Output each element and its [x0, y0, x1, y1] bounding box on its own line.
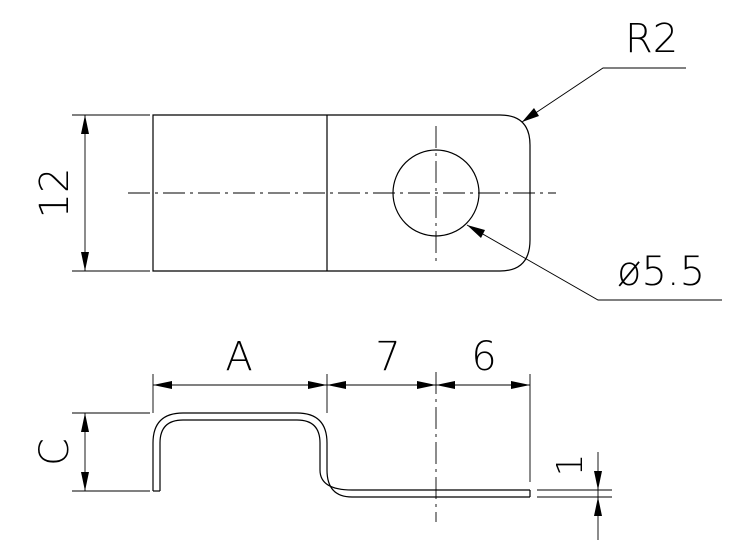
radius-label: R2 — [625, 16, 678, 62]
profile-inner — [159, 419, 530, 491]
arrowhead — [511, 381, 530, 389]
diameter-label: ø5.5 — [617, 249, 705, 295]
arrowhead — [594, 497, 602, 516]
dim-6-label: 6 — [471, 334, 496, 380]
arrowhead — [153, 381, 172, 389]
arrowhead — [81, 413, 89, 432]
arrowhead-down — [81, 252, 89, 271]
dim-7-label: 7 — [375, 334, 400, 380]
arrowhead — [81, 472, 89, 491]
arrowhead — [594, 471, 602, 490]
arrowhead — [308, 381, 327, 389]
arrowhead-up — [81, 115, 89, 134]
arrowhead — [327, 381, 346, 389]
diameter-leader — [466, 224, 722, 301]
dim-c-label: C — [32, 438, 78, 466]
arrowhead — [436, 381, 455, 389]
side-view: A 7 6 C 1 — [32, 334, 612, 540]
top-view: 12 R2 ø5.5 — [32, 16, 722, 301]
radius-arrowhead — [522, 108, 539, 122]
plate-outline — [152, 114, 531, 272]
width-label: 12 — [32, 168, 78, 219]
radius-leader — [521, 67, 686, 123]
diameter-arrowhead — [467, 225, 485, 238]
thickness-label: 1 — [550, 454, 591, 477]
arrowhead — [417, 381, 436, 389]
dim-a-label: A — [225, 334, 252, 380]
profile-outer — [152, 412, 530, 498]
